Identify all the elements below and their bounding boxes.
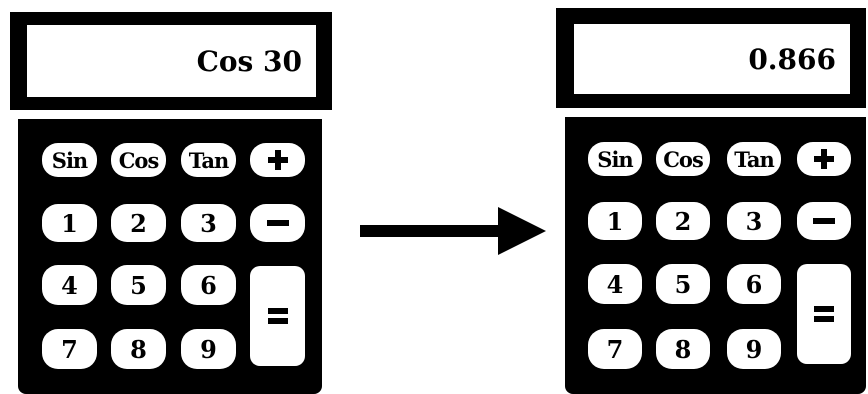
display-screen: 0.866 [574, 24, 850, 94]
sin-button[interactable]: Sin [588, 142, 642, 176]
minus-icon [813, 218, 835, 224]
plus-button[interactable] [797, 142, 851, 176]
digit-1-button[interactable]: 1 [588, 202, 642, 240]
digit-7-button[interactable]: 7 [588, 329, 642, 369]
digit-3-button[interactable]: 3 [181, 204, 236, 242]
plus-icon [814, 149, 834, 169]
digit-5-button[interactable]: 5 [656, 264, 710, 304]
equals-button[interactable] [797, 264, 851, 364]
digit-3-button[interactable]: 3 [727, 202, 781, 240]
right-calculator: 0.866 Sin Cos Tan 1 2 3 4 5 6 7 8 9 [548, 0, 868, 394]
display-screen: Cos 30 [27, 25, 316, 97]
left-calculator: Cos 30 Sin Cos Tan 1 2 3 4 5 6 7 8 9 [0, 0, 340, 394]
digit-1-button[interactable]: 1 [42, 204, 97, 242]
digit-4-button[interactable]: 4 [42, 265, 97, 305]
minus-icon [266, 220, 289, 226]
cos-button[interactable]: Cos [111, 143, 166, 177]
digit-2-button[interactable]: 2 [111, 204, 166, 242]
digit-9-button[interactable]: 9 [181, 329, 236, 369]
digit-9-button[interactable]: 9 [727, 329, 781, 369]
digit-2-button[interactable]: 2 [656, 202, 710, 240]
plus-button[interactable] [250, 143, 305, 177]
right-arrow-icon [360, 207, 546, 255]
digit-4-button[interactable]: 4 [588, 264, 642, 304]
equals-icon [267, 308, 288, 324]
digit-5-button[interactable]: 5 [111, 265, 166, 305]
cos-button[interactable]: Cos [656, 142, 710, 176]
equals-icon [814, 306, 834, 322]
digit-7-button[interactable]: 7 [42, 329, 97, 369]
digit-6-button[interactable]: 6 [727, 264, 781, 304]
plus-icon [267, 150, 288, 170]
tan-button[interactable]: Tan [727, 142, 781, 176]
digit-6-button[interactable]: 6 [181, 265, 236, 305]
digit-8-button[interactable]: 8 [111, 329, 166, 369]
equals-button[interactable] [250, 266, 305, 366]
digit-8-button[interactable]: 8 [656, 329, 710, 369]
minus-button[interactable] [797, 202, 851, 240]
tan-button[interactable]: Tan [181, 143, 236, 177]
minus-button[interactable] [250, 204, 305, 242]
sin-button[interactable]: Sin [42, 143, 97, 177]
